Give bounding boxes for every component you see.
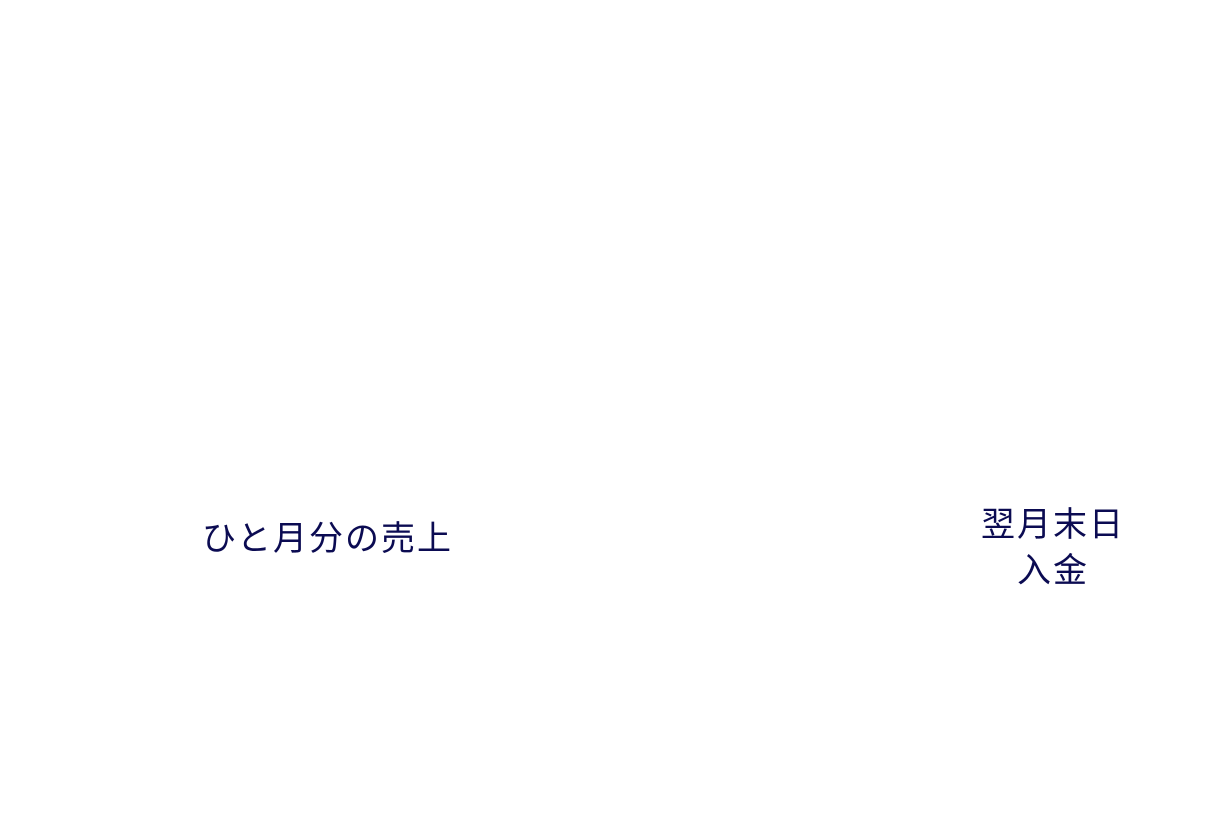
payment-deposit-label: 入金 xyxy=(1017,551,1089,591)
monthly-sales-label: ひと月分の売上 xyxy=(202,519,453,559)
payment-date-label: 翌月末日 xyxy=(981,505,1125,545)
payment-label: 翌月末日 入金 xyxy=(978,502,1128,594)
